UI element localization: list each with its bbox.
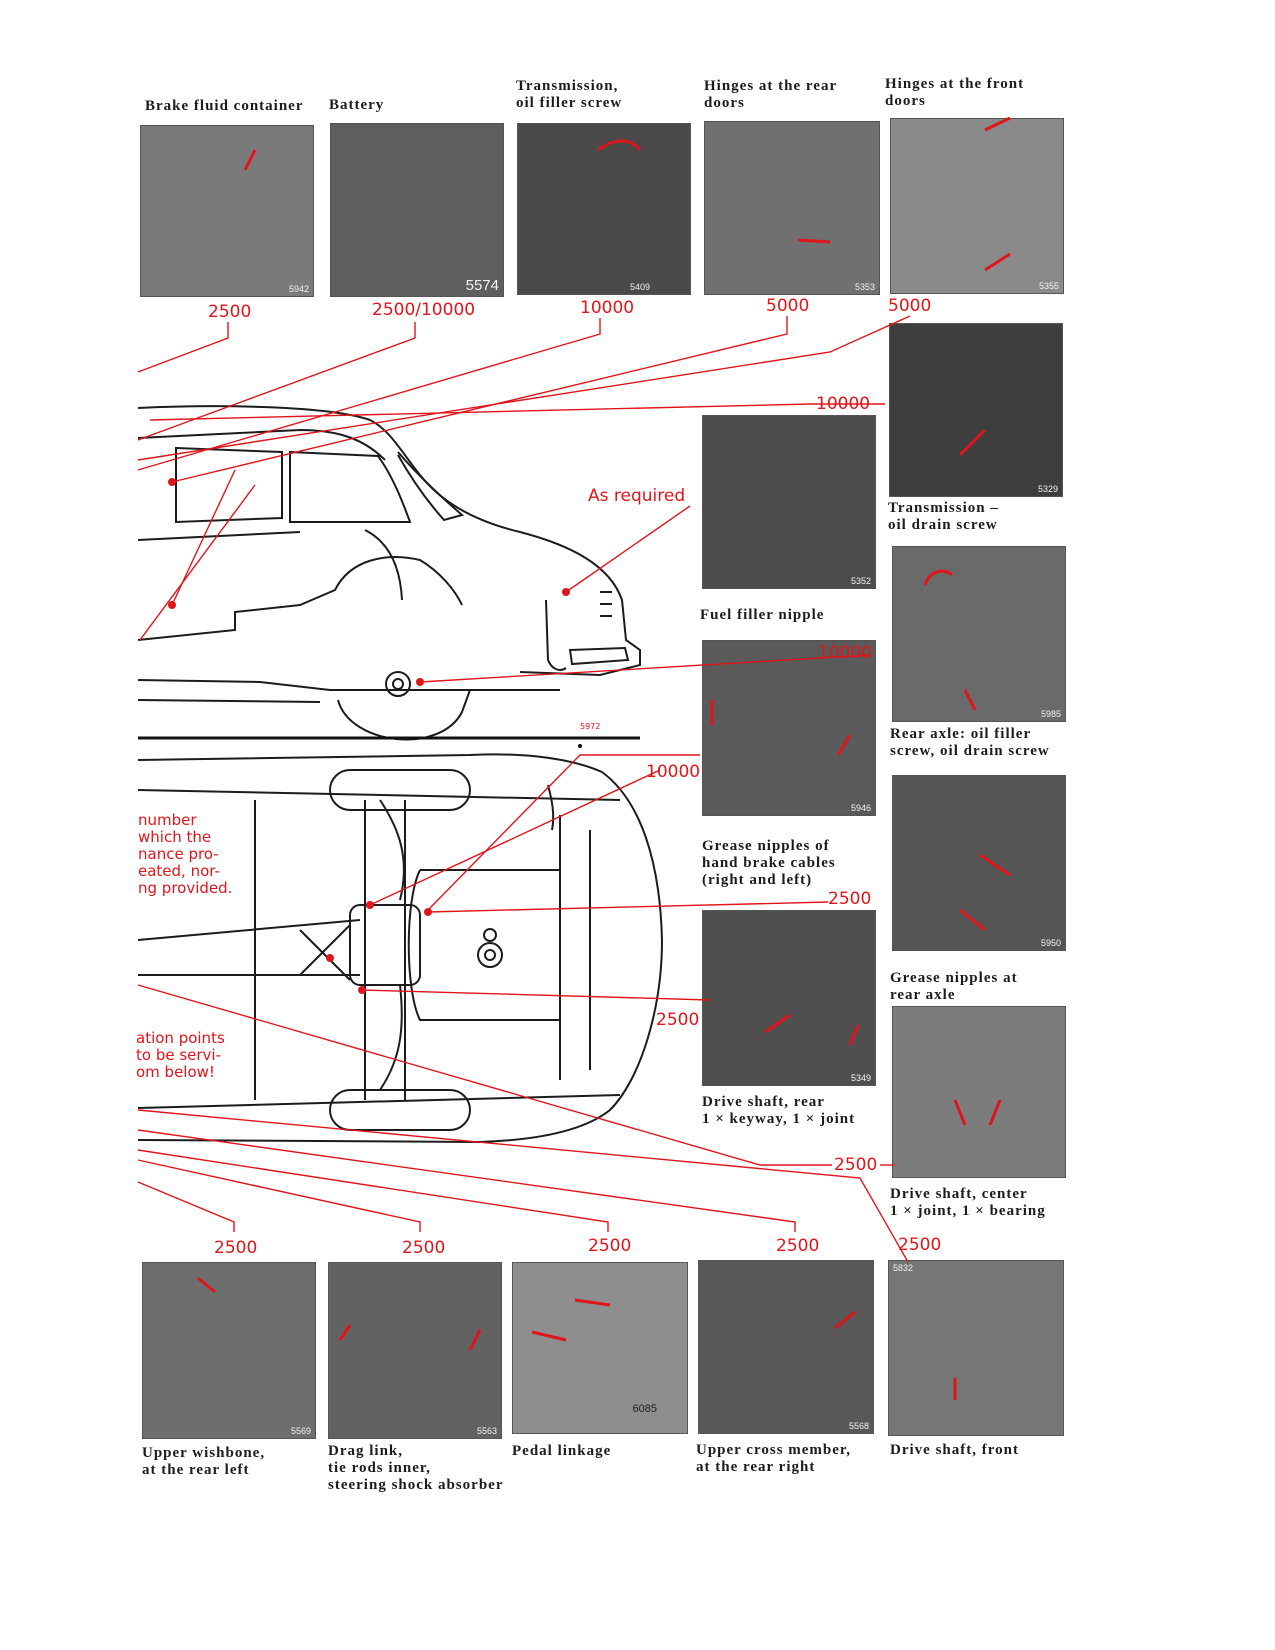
photo-wishbone: 5569 bbox=[142, 1262, 316, 1439]
plate-number: 5569 bbox=[290, 1426, 311, 1436]
caption-wishbone: Upper wishbone, at the rear left bbox=[142, 1445, 266, 1478]
photo-hinges-rear: 5353 bbox=[704, 121, 880, 295]
interval-trans-filler: 10000 bbox=[580, 298, 635, 318]
car-side-view bbox=[137, 405, 641, 741]
photo-rear-axle-oil: 5985 bbox=[892, 546, 1066, 722]
caption-hand-brake: Grease nipples of hand brake cables (rig… bbox=[702, 838, 836, 888]
plate-number: 5329 bbox=[1037, 484, 1058, 494]
interval-drive-rear: 2500 bbox=[656, 1010, 700, 1030]
caption-trans-filler: Transmission, oil filler screw bbox=[516, 78, 623, 111]
photo-hinges-front: 5355 bbox=[890, 118, 1064, 294]
caption-pedal: Pedal linkage bbox=[512, 1443, 612, 1459]
plate-number: 5409 bbox=[629, 282, 650, 292]
interval-hand-brake: 10000 bbox=[646, 762, 701, 782]
plate-number: 5568 bbox=[848, 1421, 869, 1431]
interval-battery: 2500/10000 bbox=[372, 300, 476, 320]
photo-drive-center bbox=[892, 1006, 1066, 1178]
caption-brake-fluid: Brake fluid container bbox=[145, 98, 304, 114]
plate-number: 5832 bbox=[893, 1263, 914, 1273]
interval-fuel-filler: As required bbox=[588, 486, 686, 506]
interval-drive-center: 2500 bbox=[834, 1155, 878, 1175]
plate-number: 6085 bbox=[632, 1403, 657, 1415]
caption-drive-rear: Drive shaft, rear 1 × keyway, 1 × joint bbox=[702, 1094, 856, 1127]
plate-number: 5349 bbox=[850, 1073, 871, 1083]
interval-brake-fluid: 2500 bbox=[208, 302, 252, 322]
photo-hand-brake: 5946 bbox=[702, 640, 876, 816]
caption-trans-drain: Transmission – oil drain screw bbox=[888, 500, 999, 533]
chassis-bottom-view bbox=[137, 753, 664, 1144]
caption-rear-axle-grease: Grease nipples at rear axle bbox=[890, 970, 1018, 1003]
interval-drive-front: 2500 bbox=[898, 1235, 942, 1255]
note-lubrication-points: ation points to be servi- om below! bbox=[136, 1029, 225, 1081]
photo-arrows bbox=[197, 116, 1011, 1400]
photo-battery: 5574 bbox=[330, 123, 504, 297]
diagram-plate-number: 5972 bbox=[580, 722, 601, 731]
plate-number: 5563 bbox=[476, 1426, 497, 1436]
plate-number: 5985 bbox=[1040, 709, 1061, 719]
interval-hinges-front: 5000 bbox=[888, 296, 932, 316]
caption-rear-axle-oil: Rear axle: oil filler screw, oil drain s… bbox=[890, 726, 1050, 759]
photo-cross-member: 5568 bbox=[698, 1260, 874, 1434]
plate-number: 5574 bbox=[465, 277, 499, 294]
photo-trans-filler: 5409 bbox=[517, 123, 691, 295]
photo-pedal: 6085 bbox=[512, 1262, 688, 1434]
caption-hinges-front: Hinges at the front doors bbox=[885, 76, 1025, 109]
photo-fuel-filler: 5352 bbox=[702, 415, 876, 589]
photo-brake-fluid: 5942 bbox=[140, 125, 314, 297]
lube-point-markers bbox=[168, 478, 570, 994]
caption-drive-front: Drive shaft, front bbox=[890, 1442, 1019, 1458]
interval-rear-axle-grease: 2500 bbox=[828, 889, 872, 909]
caption-fuel-filler: Fuel filler nipple bbox=[700, 607, 825, 623]
caption-cross-member: Upper cross member, at the rear right bbox=[696, 1442, 851, 1475]
photo-drive-rear: 5349 bbox=[702, 910, 876, 1086]
interval-drag-link: 2500 bbox=[402, 1238, 446, 1258]
plate-number: 5355 bbox=[1038, 281, 1059, 291]
caption-hinges-rear: Hinges at the rear doors bbox=[704, 78, 838, 111]
plate-number: 5353 bbox=[854, 282, 875, 292]
interval-hinges-rear: 5000 bbox=[766, 296, 810, 316]
plate-number: 5352 bbox=[850, 576, 871, 586]
photo-rear-axle-grease: 5950 bbox=[892, 775, 1066, 951]
caption-drive-center: Drive shaft, center 1 × joint, 1 × beari… bbox=[890, 1186, 1046, 1219]
plate-number: 5950 bbox=[1040, 938, 1061, 948]
interval-cross-member: 2500 bbox=[776, 1236, 820, 1256]
interval-wishbone: 2500 bbox=[214, 1238, 258, 1258]
photo-trans-drain: 5329 bbox=[889, 323, 1063, 497]
photo-drive-front: 5832 bbox=[888, 1260, 1064, 1436]
leader-lines bbox=[137, 315, 911, 1263]
photo-drag-link: 5563 bbox=[328, 1262, 502, 1439]
note-maintenance-number: number which the nance pro- eated, nor- … bbox=[138, 811, 233, 897]
caption-battery: Battery bbox=[329, 97, 385, 113]
caption-drag-link: Drag link, tie rods inner, steering shoc… bbox=[328, 1443, 504, 1493]
plate-number: 5946 bbox=[850, 803, 871, 813]
plate-number: 5942 bbox=[288, 284, 309, 294]
interval-pedal: 2500 bbox=[588, 1236, 632, 1256]
